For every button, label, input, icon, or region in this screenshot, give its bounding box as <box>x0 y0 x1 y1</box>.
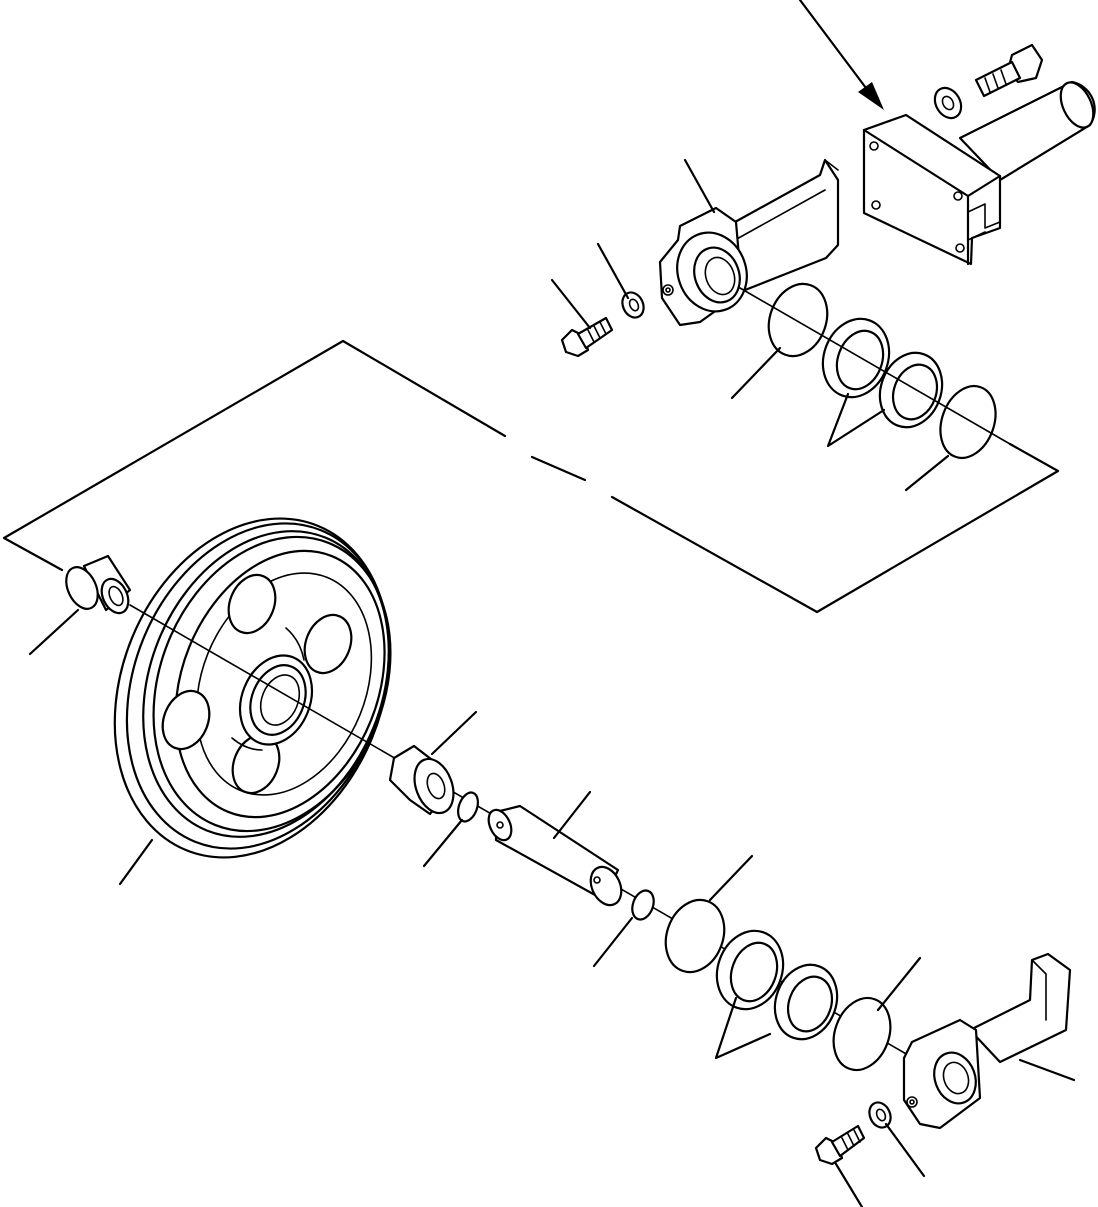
recoil-cylinder-block <box>864 77 1098 264</box>
upper-o-ring-2 <box>931 378 1005 465</box>
upper-axis-line <box>740 288 1010 444</box>
upper-bracket-washer <box>618 289 647 321</box>
upper-o-ring-1 <box>759 276 837 365</box>
lower-bracket-bolt <box>816 1126 864 1164</box>
lower-bracket-washer <box>865 1099 894 1131</box>
small-ring-2 <box>628 887 657 922</box>
lower-o-ring-2 <box>824 990 900 1078</box>
lower-o-ring-1 <box>656 892 734 981</box>
upper-floating-seal-2 <box>870 344 952 436</box>
lower-floating-seal-2 <box>765 956 847 1048</box>
reference-arrow <box>800 0 884 110</box>
idler-shaft <box>484 806 627 910</box>
block-washer <box>930 83 967 123</box>
collar <box>390 746 460 818</box>
leader-lines <box>30 160 1074 1207</box>
block-bolt <box>976 45 1042 96</box>
upper-idler-bracket <box>660 160 838 325</box>
left-bushing <box>60 556 133 617</box>
idler-wheel <box>66 477 438 899</box>
small-ring-1 <box>454 790 481 824</box>
assembly-outline-frame <box>4 341 1058 612</box>
upper-floating-seal-1 <box>812 309 900 406</box>
upper-bracket-bolt <box>562 318 612 356</box>
lower-floating-seal-1 <box>706 921 794 1018</box>
lower-idler-bracket <box>904 954 1070 1128</box>
